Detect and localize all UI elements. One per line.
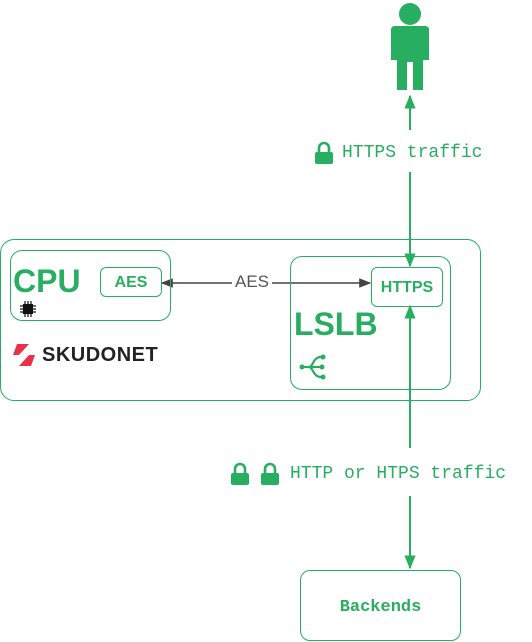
https-traffic-text: HTTPS traffic bbox=[342, 143, 483, 163]
http-or-https-traffic-label: HTTP or HTPS traffic bbox=[230, 461, 506, 487]
skudonet-brand: SKUDONET bbox=[11, 341, 158, 369]
https-traffic-label: HTTPS traffic bbox=[314, 140, 482, 166]
https-box-label: HTTPS bbox=[380, 279, 434, 296]
person-icon bbox=[391, 3, 429, 90]
server-box bbox=[0, 239, 481, 401]
cpu-box bbox=[10, 250, 171, 321]
aes-link-label: AES bbox=[234, 272, 270, 291]
cpu-label: CPU bbox=[13, 263, 81, 299]
lock-icon bbox=[315, 141, 333, 164]
load-balancer-icon bbox=[299, 354, 326, 380]
chip-icon bbox=[20, 301, 36, 317]
aes-box-label: AES bbox=[114, 274, 148, 291]
lslb-box bbox=[290, 256, 451, 390]
backends-box: Backends bbox=[300, 570, 461, 641]
lock-icon bbox=[231, 462, 249, 485]
lock-icon bbox=[261, 462, 279, 485]
skudonet-name: SKUDONET bbox=[42, 343, 159, 366]
aes-box: AES bbox=[100, 267, 162, 297]
backends-label: Backends bbox=[339, 598, 422, 617]
https-box: HTTPS bbox=[371, 267, 443, 307]
lslb-label: LSLB bbox=[294, 306, 378, 342]
http-or-https-traffic-text: HTTP or HTPS traffic bbox=[290, 464, 507, 484]
skudonet-logo-icon bbox=[13, 344, 35, 366]
